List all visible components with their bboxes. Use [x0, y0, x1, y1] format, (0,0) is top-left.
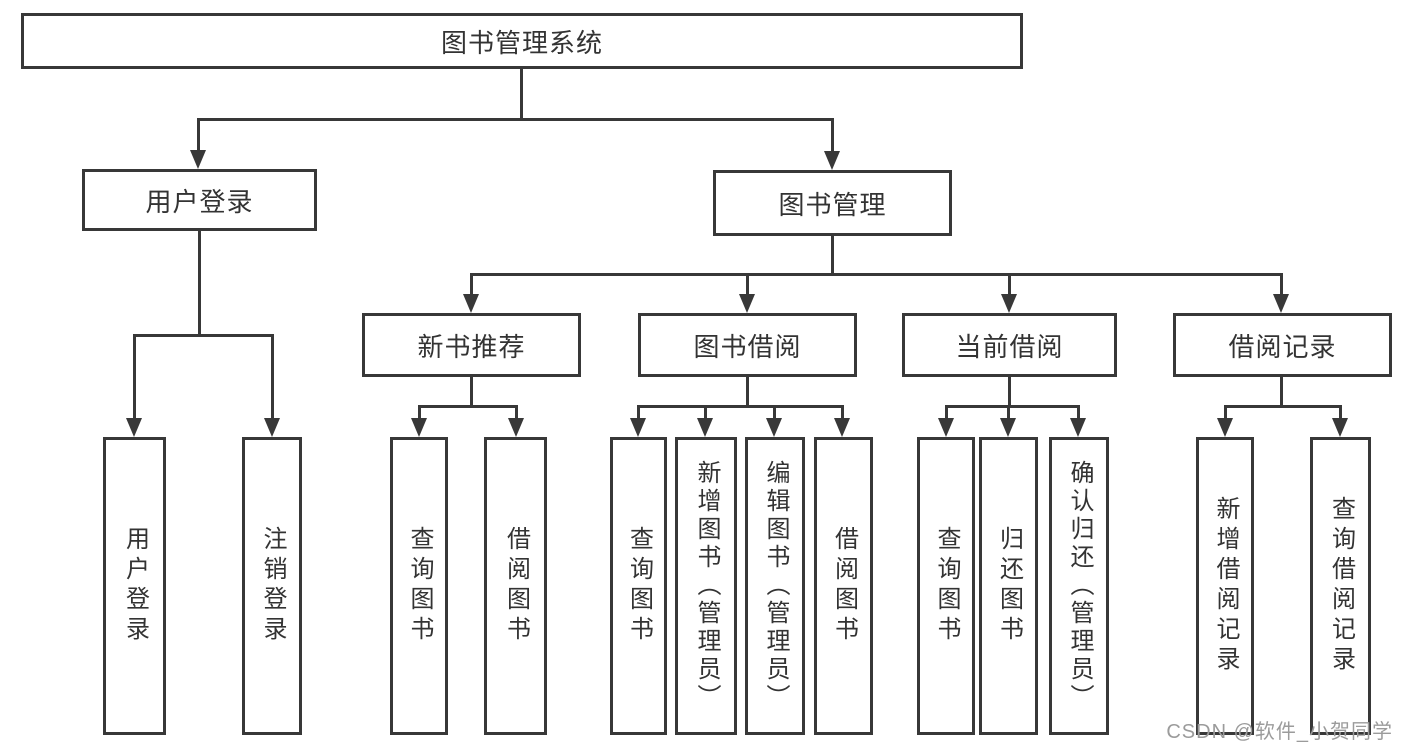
- connector-line: [831, 118, 834, 152]
- connector-line: [133, 334, 136, 420]
- leaf-confirm-return-admin: 确认归还（管理员）: [1049, 437, 1109, 735]
- leaf-return-books: 归还图书: [979, 437, 1038, 735]
- node-label: 查询图书: [625, 526, 653, 646]
- node-current-borrowing: 当前借阅: [902, 313, 1117, 377]
- connector-line: [198, 231, 201, 335]
- connector-line: [197, 118, 200, 151]
- connector-line: [470, 377, 473, 408]
- node-label: 借阅记录: [1228, 331, 1337, 362]
- connector-line: [1280, 377, 1283, 408]
- arrow-down-icon: [630, 418, 646, 437]
- node-label: 用户登录: [145, 186, 254, 217]
- node-label: 图书管理系统: [440, 27, 603, 58]
- connector-line: [1008, 377, 1011, 408]
- leaf-user-login: 用户登录: [103, 437, 166, 735]
- leaf-edit-books-admin: 编辑图书（管理员）: [745, 437, 805, 735]
- node-root-library-management-system: 图书管理系统: [21, 13, 1023, 69]
- node-label: 图书管理: [778, 189, 887, 220]
- connector-line: [1224, 405, 1341, 408]
- arrow-down-icon: [824, 151, 840, 170]
- arrow-down-icon: [1273, 294, 1289, 313]
- node-user-login: 用户登录: [82, 169, 317, 231]
- node-label: 用户登录: [121, 526, 149, 646]
- node-book-management: 图书管理: [713, 170, 952, 236]
- connector-line: [831, 236, 834, 276]
- node-new-book-recommendation: 新书推荐: [362, 313, 581, 377]
- arrow-down-icon: [938, 418, 954, 437]
- connector-line: [520, 69, 523, 119]
- connector-line: [773, 405, 776, 419]
- node-label: 借阅图书: [830, 526, 858, 646]
- arrow-down-icon: [126, 418, 142, 437]
- node-label: 新书推荐: [417, 331, 526, 362]
- node-label: 图书借阅: [693, 331, 802, 362]
- arrow-down-icon: [264, 418, 280, 437]
- connector-line: [1007, 405, 1010, 419]
- arrow-down-icon: [1070, 418, 1086, 437]
- connector-line: [1224, 405, 1227, 419]
- arrow-down-icon: [190, 150, 206, 169]
- arrow-down-icon: [1217, 418, 1233, 437]
- node-label: 注销登录: [259, 526, 286, 646]
- connector-line: [271, 334, 274, 420]
- connector-line: [418, 405, 518, 408]
- node-label: 新增图书（管理员）: [693, 460, 720, 712]
- arrow-down-icon: [463, 294, 479, 313]
- node-label: 查询图书: [406, 526, 433, 646]
- connector-line: [637, 405, 844, 408]
- arrow-down-icon: [411, 418, 427, 437]
- leaf-query-borrow-record: 查询借阅记录: [1310, 437, 1371, 735]
- arrow-down-icon: [1000, 418, 1016, 437]
- connector-line: [133, 334, 274, 337]
- leaf-add-borrow-record: 新增借阅记录: [1196, 437, 1254, 735]
- connector-line: [470, 273, 1283, 276]
- connector-line: [945, 405, 948, 419]
- connector-line: [418, 405, 421, 419]
- leaf-logout: 注销登录: [242, 437, 302, 735]
- node-label: 查询图书: [933, 526, 960, 646]
- arrow-down-icon: [834, 418, 850, 437]
- leaf-query-books: 查询图书: [917, 437, 975, 735]
- node-book-borrowing: 图书借阅: [638, 313, 857, 377]
- connector-line: [1339, 405, 1342, 419]
- connector-line: [746, 273, 749, 295]
- connector-line: [197, 118, 834, 121]
- csdn-watermark: CSDN @软件_小贺同学: [1166, 721, 1393, 743]
- arrow-down-icon: [766, 418, 782, 437]
- node-label: 借阅图书: [502, 526, 530, 646]
- connector-line: [704, 405, 707, 419]
- connector-line: [945, 405, 1079, 408]
- node-label: 归还图书: [995, 526, 1023, 646]
- node-label: 编辑图书（管理员）: [762, 460, 789, 712]
- connector-line: [746, 377, 749, 408]
- arrow-down-icon: [1001, 294, 1017, 313]
- leaf-borrow-books: 借阅图书: [814, 437, 873, 735]
- arrow-down-icon: [739, 294, 755, 313]
- node-label: 新增借阅记录: [1212, 496, 1239, 676]
- arrow-down-icon: [508, 418, 524, 437]
- connector-line: [1077, 405, 1080, 419]
- leaf-borrow-books: 借阅图书: [484, 437, 547, 735]
- connector-line: [515, 405, 518, 419]
- connector-line: [1280, 273, 1283, 295]
- connector-line: [470, 273, 473, 295]
- connector-line: [1008, 273, 1011, 295]
- leaf-query-books: 查询图书: [390, 437, 448, 735]
- node-label: 查询借阅记录: [1327, 496, 1355, 676]
- arrow-down-icon: [1332, 418, 1348, 437]
- connector-line: [841, 405, 844, 419]
- node-label: 当前借阅: [955, 331, 1064, 362]
- connector-line: [637, 405, 640, 419]
- leaf-query-books: 查询图书: [610, 437, 667, 735]
- leaf-add-books-admin: 新增图书（管理员）: [675, 437, 737, 735]
- arrow-down-icon: [697, 418, 713, 437]
- node-label: 确认归还（管理员）: [1066, 460, 1093, 712]
- node-borrowing-records: 借阅记录: [1173, 313, 1392, 377]
